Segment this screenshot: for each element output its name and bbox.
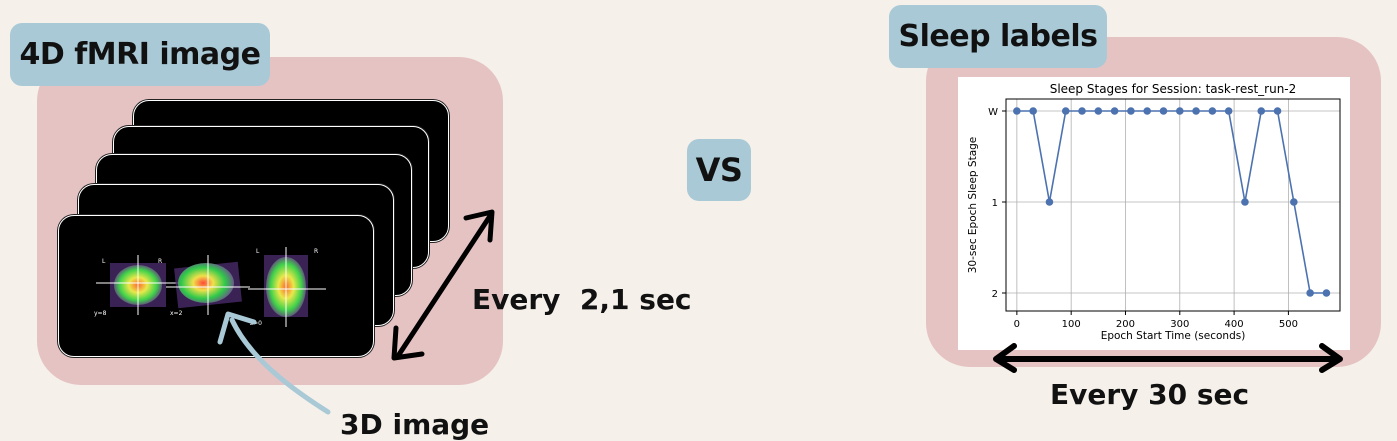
3d-image-label: 3D image	[340, 408, 490, 441]
sleep-title-tag: Sleep labels	[889, 5, 1107, 68]
data-point	[1322, 289, 1331, 297]
fmri-title: 4D fMRI image	[19, 37, 261, 72]
data-point	[1013, 107, 1021, 115]
brain-view-1-left-label: L	[102, 258, 106, 265]
fmri-interval-label: Every 2,1 sec	[472, 283, 692, 316]
fmri-interval-arrow	[391, 209, 495, 361]
y-tick-label: W	[988, 107, 998, 118]
brain-view-2-coord: x=2	[170, 310, 183, 317]
data-point	[1192, 107, 1200, 115]
data-point	[1306, 289, 1314, 297]
brain-view-axial	[248, 247, 326, 327]
vs-tag: VS	[687, 139, 751, 201]
data-point	[1208, 107, 1217, 115]
x-tick-label: 500	[1279, 319, 1298, 330]
sleep-title: Sleep labels	[898, 19, 1099, 54]
data-point	[1257, 107, 1266, 115]
x-tick-label: 400	[1225, 319, 1244, 330]
data-point	[1045, 198, 1054, 206]
x-tick-label: 0	[1014, 319, 1020, 330]
sleep-interval-arrow	[993, 343, 1343, 373]
data-point	[1061, 107, 1070, 115]
data-point	[1273, 107, 1282, 115]
sleep-chart: 0 100 200 300 400 500 W 1 2 Sleep Stages for Sess…	[958, 77, 1350, 350]
x-tick-label: 200	[1116, 319, 1135, 330]
chart-title: Sleep Stages for Session: task-rest_run-…	[1050, 82, 1297, 96]
x-tick-label: 300	[1170, 319, 1189, 330]
brain-view-1-right-label: R	[158, 258, 162, 265]
brain-view-3-left-label: L	[256, 248, 260, 255]
data-point	[1175, 107, 1184, 115]
brain-view-3-right-label: R	[314, 248, 318, 255]
data-point	[1078, 107, 1086, 115]
brain-view-3-coord: z=0	[250, 320, 262, 327]
x-tick-label: 100	[1062, 319, 1081, 330]
fmri-title-tag: 4D fMRI image	[10, 23, 270, 86]
3d-image-pointer-arrow	[217, 311, 331, 415]
x-axis-label: Epoch Start Time (seconds)	[1101, 330, 1246, 342]
y-tick-label: 1	[992, 198, 998, 209]
data-point	[1110, 107, 1119, 115]
data-point	[1224, 107, 1233, 115]
brain-view-1-coord: y=8	[94, 310, 107, 317]
sleep-chart-svg: 0 100 200 300 400 500 W 1 2 Sleep Stages for Sess…	[967, 82, 1341, 342]
y-tick-label: 2	[992, 289, 998, 300]
data-point	[1159, 107, 1168, 115]
brain-view-sagittal	[166, 255, 250, 315]
vs-label: VS	[695, 151, 743, 189]
data-point	[1094, 107, 1103, 115]
data-point	[1029, 107, 1037, 115]
y-axis-label: 30-sec Epoch Sleep Stage	[967, 137, 979, 274]
brain-slices: L R y=8 x=2 L R z=0	[94, 247, 326, 327]
plot-frame	[1005, 98, 1341, 312]
data-point	[1127, 107, 1135, 115]
data-point	[1241, 198, 1249, 206]
data-point	[1290, 198, 1298, 206]
brain-view-coronal	[96, 255, 182, 315]
data-point	[1143, 107, 1152, 115]
sleep-interval-label: Every 30 sec	[1050, 378, 1250, 411]
